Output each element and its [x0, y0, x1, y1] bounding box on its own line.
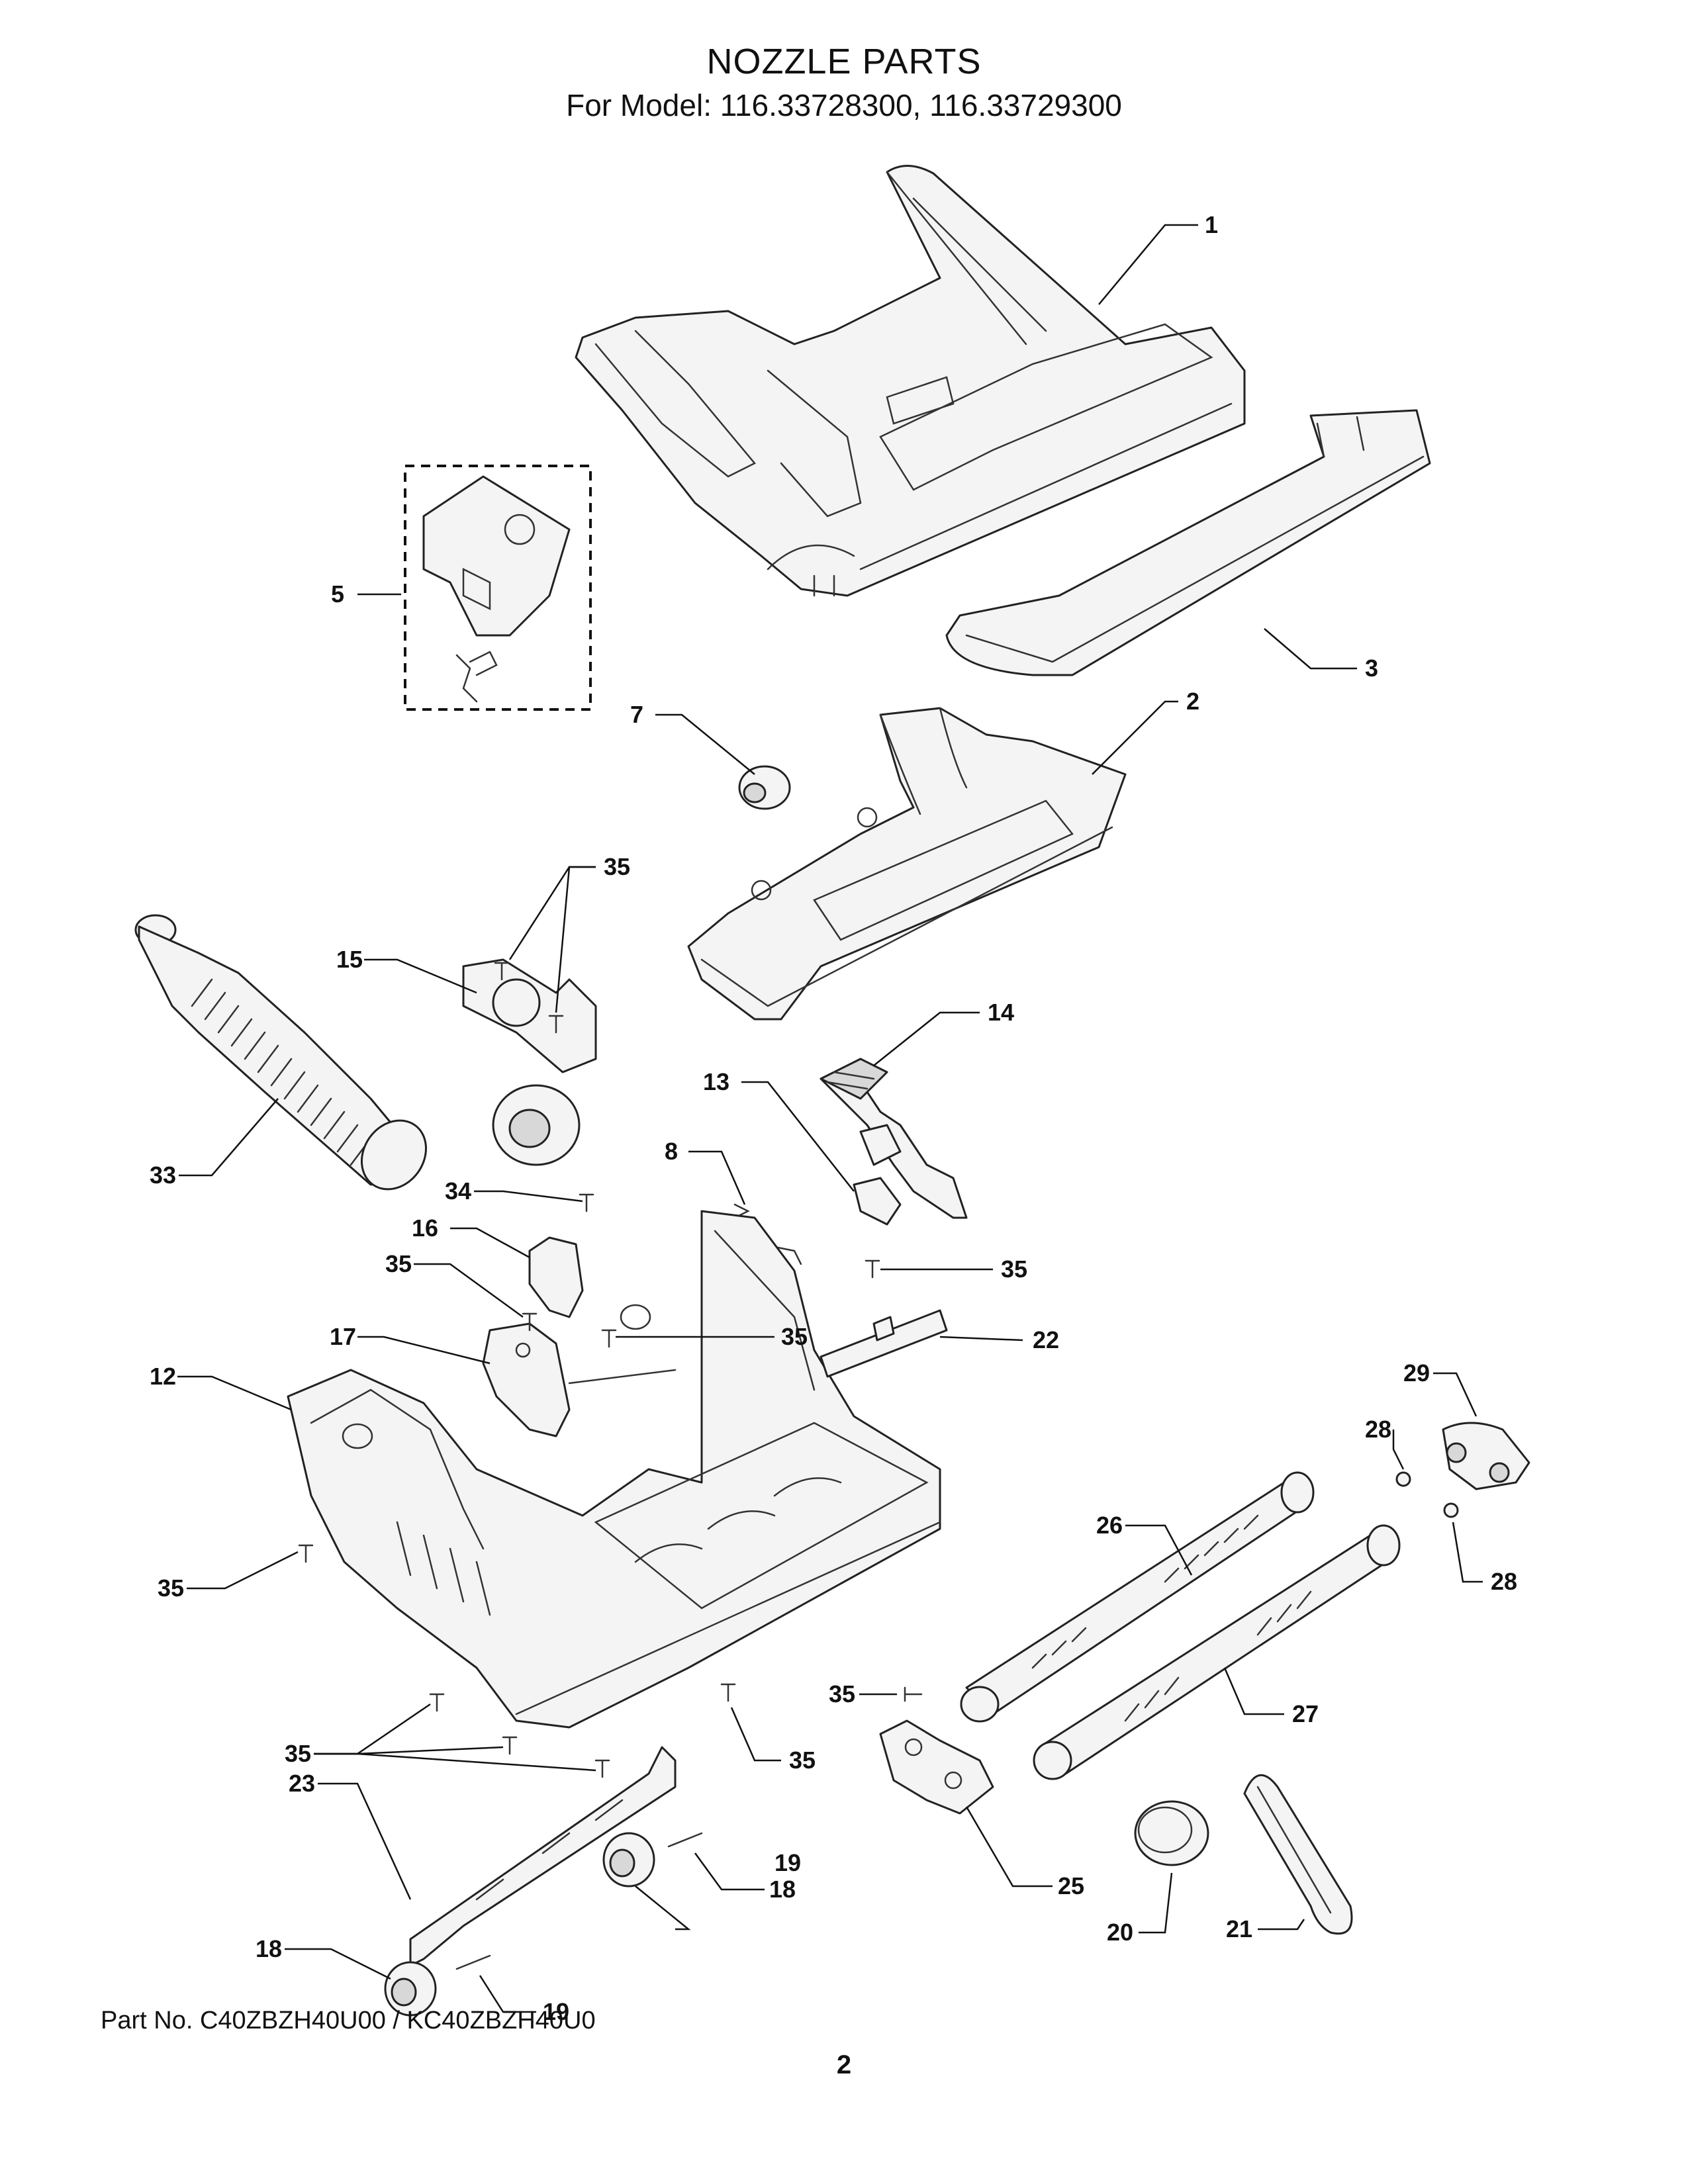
- callout-19a: 19: [774, 1849, 801, 1876]
- part-29-end-cap: [1442, 1422, 1530, 1490]
- callout-35h: 35: [829, 1680, 855, 1707]
- callout-12: 12: [150, 1363, 176, 1390]
- part-2-base-cover: [687, 707, 1127, 1021]
- callout-15: 15: [336, 946, 363, 973]
- callout-28b: 28: [1491, 1568, 1517, 1595]
- callout-21: 21: [1226, 1915, 1252, 1942]
- part-27-brush-roll: [1033, 1524, 1401, 1780]
- callout-22: 22: [1033, 1326, 1059, 1353]
- callout-35b: 35: [1001, 1255, 1027, 1283]
- part-28-washers: [1395, 1471, 1459, 1518]
- callout-18a: 18: [769, 1876, 796, 1903]
- callout-35a: 35: [604, 853, 630, 880]
- part-1-hood: [575, 165, 1246, 597]
- callout-18b: 18: [256, 1935, 282, 1962]
- screws: [298, 962, 923, 1778]
- part-14-pedal: [820, 1058, 968, 1219]
- callout-20: 20: [1107, 1919, 1133, 1946]
- part-25-housing: [879, 1719, 994, 1815]
- part-16-latch: [528, 1236, 584, 1318]
- part-12-base: [287, 1210, 941, 1729]
- callout-3: 3: [1365, 655, 1378, 682]
- callout-7: 7: [630, 701, 643, 728]
- callout-19b: 19: [543, 1998, 569, 2025]
- callout-34: 34: [445, 1177, 471, 1205]
- diagram-title: NOZZLE PARTS: [706, 42, 982, 81]
- model-subtitle: For Model: 116.33728300, 116.33729300: [566, 88, 1122, 122]
- callout-8: 8: [665, 1138, 678, 1165]
- part-22-plate: [820, 1309, 948, 1378]
- part-15-bracket: [462, 958, 597, 1166]
- part-19-axles: [455, 1832, 703, 1970]
- callout-35d: 35: [781, 1323, 808, 1350]
- part-33-hose: [134, 914, 428, 1191]
- callout-29: 29: [1403, 1359, 1430, 1387]
- callout-35f: 35: [285, 1740, 311, 1767]
- part-17-switch-housing: [482, 1322, 677, 1437]
- callout-35e: 35: [158, 1574, 184, 1602]
- callout-17: 17: [330, 1323, 356, 1350]
- callout-16: 16: [412, 1214, 438, 1242]
- callout-27: 27: [1292, 1700, 1319, 1727]
- part-21-belt: [1243, 1774, 1353, 1934]
- part-13-clip: [853, 1177, 902, 1226]
- part-20-pulley: [1134, 1800, 1209, 1866]
- callout-5: 5: [331, 580, 344, 608]
- callout-labels: 1 2 3 5 7 8 12 13 14 15 16 17 18 18 19 1…: [150, 211, 1517, 2025]
- callout-23: 23: [289, 1770, 315, 1797]
- callout-35g: 35: [789, 1747, 816, 1774]
- callout-28a: 28: [1365, 1416, 1391, 1443]
- part-18-wheels: [384, 1832, 655, 2017]
- callout-13: 13: [703, 1068, 729, 1095]
- part-3-bumper: [945, 409, 1431, 676]
- callout-1: 1: [1205, 211, 1218, 238]
- callout-35c: 35: [385, 1250, 412, 1277]
- part-26-brush-roll: [960, 1471, 1315, 1723]
- part-5-kit: [404, 465, 592, 711]
- part-number: Part No. C40ZBZH40U00 / KC40ZBZH40U0: [101, 2007, 596, 2034]
- page-number: 2: [836, 2050, 852, 2079]
- part-7-knob: [738, 765, 791, 810]
- callout-26: 26: [1096, 1512, 1123, 1539]
- callout-2: 2: [1186, 688, 1199, 715]
- callout-14: 14: [988, 999, 1014, 1026]
- callout-25: 25: [1058, 1872, 1084, 1899]
- leader-lines: [177, 224, 1483, 2013]
- callout-33: 33: [150, 1161, 176, 1189]
